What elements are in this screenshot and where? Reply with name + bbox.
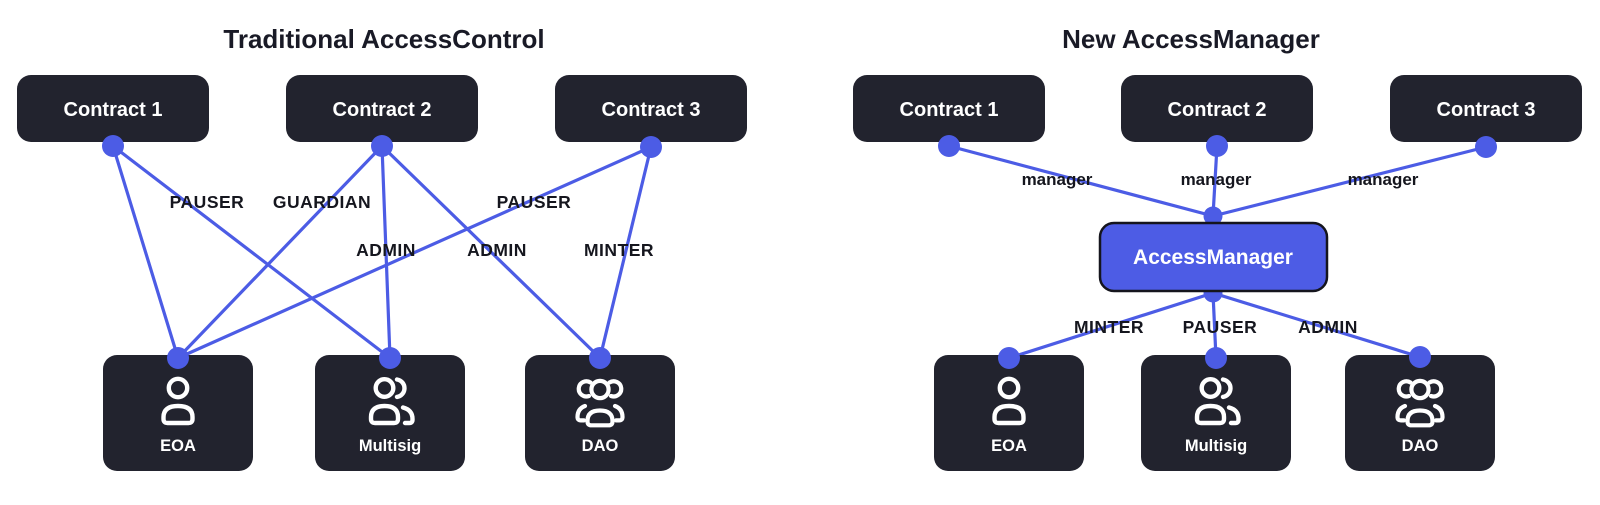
right-contract-nodes: Contract 1 Contract 2 Contract 3 — [853, 75, 1582, 142]
manager-label: manager — [1348, 170, 1419, 189]
contract-box — [1121, 75, 1313, 142]
edge-contract2-multisig — [380, 144, 392, 360]
connection-dot — [1205, 347, 1227, 369]
contract-box — [286, 75, 478, 142]
actor-label: EOA — [160, 437, 196, 455]
access-manager-label: AccessManager — [1133, 246, 1293, 269]
edge-contract1-eoa — [111, 144, 180, 360]
manager-label: manager — [1022, 170, 1093, 189]
actor-box-eoa — [934, 355, 1084, 471]
connection-dot — [379, 347, 401, 369]
contract-label: Contract 1 — [900, 99, 999, 121]
actor-label: EOA — [991, 437, 1027, 455]
right-edge-lines — [947, 144, 1488, 360]
contract-box — [853, 75, 1045, 142]
left-connection-dots — [102, 135, 662, 369]
right-connection-dots — [938, 135, 1497, 369]
role-label: PAUSER — [497, 192, 572, 212]
left-role-labels: PAUSER GUARDIAN PAUSER ADMIN ADMIN MINTE… — [170, 192, 654, 260]
left-contract-nodes: Contract 1 Contract 2 Contract 3 — [17, 75, 747, 142]
contract-box — [1390, 75, 1582, 142]
edge-contract3-manager — [1211, 145, 1488, 218]
actor-box-dao — [1345, 355, 1495, 471]
connection-dot — [589, 347, 611, 369]
connection-dot — [167, 347, 189, 369]
actor-box-multisig — [315, 355, 465, 471]
role-label: ADMIN — [1298, 317, 1358, 337]
edge-contract1-manager — [947, 144, 1215, 218]
left-panel-title: Traditional AccessControl — [223, 24, 544, 54]
actor-box-multisig — [1141, 355, 1291, 471]
contract-label: Contract 2 — [1168, 99, 1267, 121]
left-actor-nodes: EOA Multisig DAO — [103, 355, 675, 471]
contract-label: Contract 3 — [1437, 99, 1536, 121]
access-manager-box — [1098, 221, 1329, 293]
connection-dot — [1206, 135, 1228, 157]
left-edge-lines — [111, 144, 653, 360]
actor-box-eoa — [103, 355, 253, 471]
contract-label: Contract 1 — [64, 99, 163, 121]
contract-box — [555, 75, 747, 142]
role-label: PAUSER — [1183, 317, 1258, 337]
connection-dot — [1475, 136, 1497, 158]
edge-manager-dao — [1211, 291, 1422, 359]
role-label: GUARDIAN — [273, 192, 371, 212]
role-label: ADMIN — [356, 240, 416, 260]
actor-label: Multisig — [1185, 437, 1247, 455]
actor-label: DAO — [582, 437, 619, 455]
actor-label: DAO — [1402, 437, 1439, 455]
contract-label: Contract 2 — [333, 99, 432, 121]
edge-contract3-eoa — [176, 145, 653, 360]
edge-contract3-dao — [598, 145, 653, 360]
connection-dot — [102, 135, 124, 157]
right-actor-nodes: EOA Multisig DAO — [934, 355, 1495, 471]
role-label: MINTER — [584, 240, 654, 260]
role-label: PAUSER — [170, 192, 245, 212]
edge-contract2-dao — [380, 144, 602, 360]
actor-label: Multisig — [359, 437, 421, 455]
connection-dot — [1409, 346, 1431, 368]
access-manager-node: AccessManager — [1098, 221, 1329, 293]
edge-contract2-manager — [1211, 144, 1219, 218]
right-edge-labels: manager manager manager MINTER PAUSER AD… — [1022, 170, 1419, 337]
hub-top-junction-dot — [1203, 206, 1223, 226]
actor-box-dao — [525, 355, 675, 471]
edge-manager-eoa — [1007, 291, 1215, 360]
connection-dot — [640, 136, 662, 158]
manager-label: manager — [1181, 170, 1252, 189]
edge-contract2-eoa — [176, 144, 384, 360]
edge-contract1-multisig — [111, 144, 392, 360]
role-label: MINTER — [1074, 317, 1144, 337]
role-label: ADMIN — [467, 240, 527, 260]
connection-dot — [998, 347, 1020, 369]
connection-dot — [371, 135, 393, 157]
contract-box — [17, 75, 209, 142]
right-panel-title: New AccessManager — [1062, 24, 1320, 54]
connection-dot — [938, 135, 960, 157]
contract-label: Contract 3 — [602, 99, 701, 121]
